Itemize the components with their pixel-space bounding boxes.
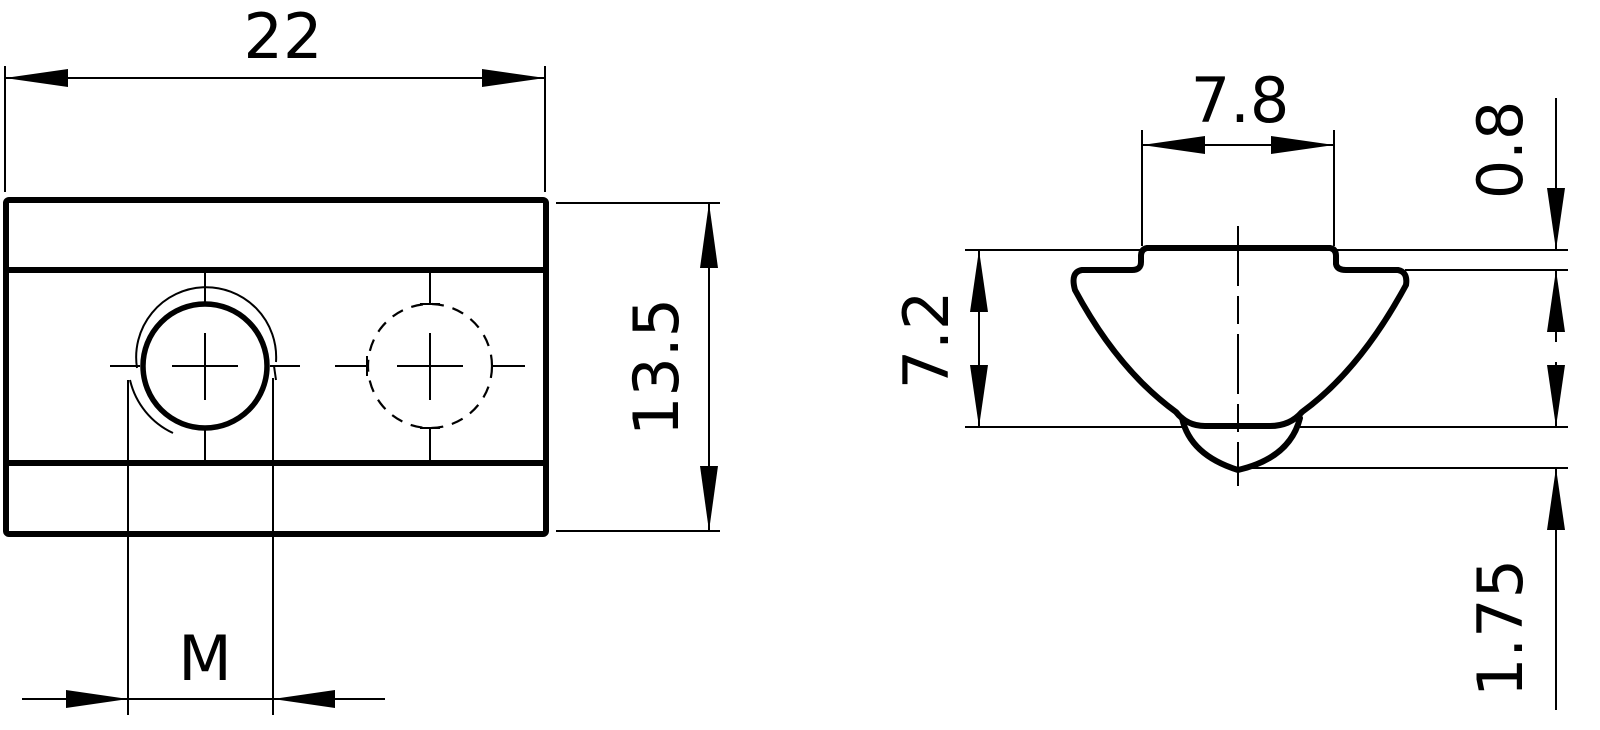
- nut-profile: [1070, 245, 1410, 429]
- thread-label: M: [178, 622, 232, 695]
- side-view: 7.8 7.2 0.8: [890, 64, 1568, 710]
- dimension-width: 22: [4, 0, 546, 192]
- front-view: 22 13.5 M: [3, 0, 720, 715]
- hidden-hole: [335, 272, 525, 461]
- dimension-top-offset: 0.8: [1464, 98, 1565, 342]
- dimension-thread: M: [22, 378, 385, 715]
- top-offset-label: 0.8: [1464, 101, 1537, 200]
- bottom-offset-label: 1.75: [1464, 559, 1537, 697]
- dimension-top-width: 7.8: [1141, 64, 1335, 246]
- dimension-body-height: 7.2: [890, 249, 1185, 428]
- threaded-hole: [110, 272, 300, 461]
- body-height-label: 7.2: [890, 291, 963, 390]
- height-label: 13.5: [620, 298, 693, 436]
- dimension-height: 13.5: [556, 202, 720, 532]
- width-label: 22: [244, 0, 323, 73]
- nut-outline: [3, 197, 549, 537]
- dimension-bottom-offset: 1.75: [1464, 362, 1565, 710]
- top-width-label: 7.8: [1191, 64, 1290, 137]
